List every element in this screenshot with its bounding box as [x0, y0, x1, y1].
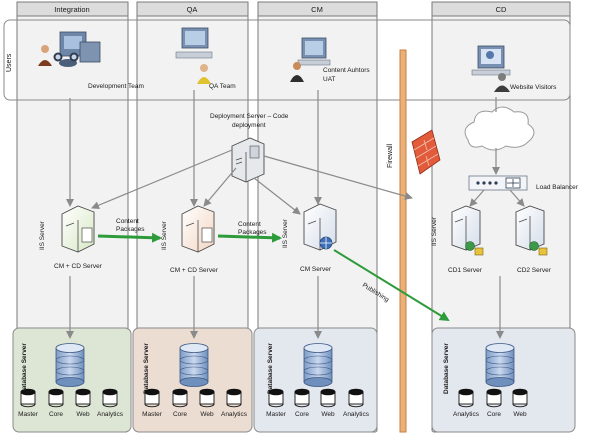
content-packages-1-line2: Packages — [116, 226, 145, 233]
column-title-integration: Integration — [54, 5, 89, 14]
content-packages-1-line1: Content — [116, 218, 139, 225]
arrow-deploy-to-qa — [203, 167, 237, 207]
qa-team-icon — [175, 27, 213, 84]
connectors — [66, 90, 525, 339]
development-team-icon — [38, 31, 101, 67]
column-title-cm: CM — [311, 5, 323, 14]
firewall: Firewall — [387, 49, 441, 433]
small-db-cylinder-icon — [348, 388, 364, 408]
iis-label-cd: IIS Server — [431, 216, 438, 246]
content-packages-arrow-2 — [217, 232, 282, 243]
qa-server-icon — [181, 205, 215, 253]
db-server-cd-icon — [485, 343, 515, 387]
content-packages-2-line2: Packages — [238, 229, 267, 236]
small-db-cylinder-icon — [144, 388, 160, 408]
users-band: Users — [3, 19, 571, 101]
db-name-qa-master: Master — [142, 411, 163, 418]
db-name-qa-analytics: Analytics — [221, 411, 248, 418]
small-db-cylinder-icon — [486, 388, 502, 408]
small-db-cylinder-icon — [48, 388, 64, 408]
db-name-int-analytics: Analytics — [97, 411, 124, 418]
column-title-cd: CD — [496, 5, 507, 14]
db-name-cd-core: Core — [487, 411, 501, 418]
db-name-cm-analytics: Analytics — [343, 411, 370, 418]
iis-label-integration: IIS Server — [39, 220, 46, 250]
small-db-cylinder-icon — [199, 388, 215, 408]
db-name-cm-core: Core — [295, 411, 309, 418]
green-arrows — [97, 232, 450, 322]
content-authors-label: Content Auhtors — [323, 67, 370, 74]
deployment-server-label-line2: deployment — [232, 122, 266, 129]
db-server-integration-icon — [55, 343, 85, 387]
arrow-lb-to-cd1 — [469, 189, 485, 207]
db-label-qa: Database Server — [143, 343, 150, 394]
cd1-server-icon — [451, 205, 484, 256]
db-name-cm-web: Web — [321, 411, 335, 418]
small-db-cylinder-icon — [75, 388, 91, 408]
db-name-qa-core: Core — [173, 411, 187, 418]
small-db-cylinder-icon — [458, 388, 474, 408]
content-packages-arrow-1 — [97, 232, 162, 243]
integration-server-icon — [61, 205, 95, 253]
cd2-server-label: CD2 Server — [517, 267, 552, 274]
content-authors-icon — [290, 37, 331, 82]
deployment-server-icon — [231, 137, 265, 183]
db-name-qa-web: Web — [200, 411, 214, 418]
uat-label: UAT — [323, 76, 336, 83]
content-packages-2-line1: Content — [238, 221, 261, 228]
internet-cloud-icon — [464, 106, 535, 151]
small-db-cylinder-icon — [268, 388, 284, 408]
small-db-cylinder-icon — [320, 388, 336, 408]
db-name-cd-web: Web — [513, 411, 527, 418]
deployment-server-label-line1: Deployment Server – Code — [210, 113, 289, 120]
integration-server-label: CM + CD Server — [54, 263, 103, 270]
dev-team-label-text: Development Team — [88, 83, 144, 90]
small-db-cylinder-icon — [102, 388, 118, 408]
arrow-deploy-to-integration — [91, 149, 233, 210]
arrow-lb-to-cd2 — [509, 189, 525, 207]
db-name-cd-analytics: Analytics — [453, 411, 480, 418]
small-db-cylinder-icon — [20, 388, 36, 408]
db-label-integration: Database Server — [21, 343, 28, 394]
cm-server-label: CM Server — [300, 266, 332, 273]
firewall-label: Firewall — [387, 143, 394, 168]
cm-server-icon — [303, 203, 337, 251]
small-db-cylinder-icon — [512, 388, 528, 408]
arrow-deploy-to-cm — [253, 177, 301, 215]
db-name-cm-master: Master — [266, 411, 287, 418]
small-db-cylinder-icon — [172, 388, 188, 408]
column-title-qa: QA — [187, 5, 198, 14]
qa-team-label: QA Team — [209, 83, 236, 90]
cd1-server-label: CD1 Server — [448, 267, 483, 274]
firewall-brick-icon — [411, 129, 441, 175]
website-visitors-label: Website Visitors — [510, 84, 557, 91]
db-name-int-core: Core — [49, 411, 63, 418]
small-db-cylinder-icon — [226, 388, 242, 408]
cd2-server-icon — [515, 205, 548, 256]
publishing-arrow — [333, 249, 450, 322]
arrow-deploy-to-cd — [263, 155, 413, 200]
db-label-cd: Database Server — [443, 343, 450, 394]
users-row-label: Users — [6, 53, 13, 72]
db-server-qa-icon — [179, 343, 209, 387]
db-server-cm-icon — [303, 343, 333, 387]
dev-team-label: Development Team — [88, 83, 144, 90]
small-db-row — [20, 388, 528, 408]
load-balancer-label: Load Balancer — [536, 184, 579, 191]
iis-label-cm: IIS Server — [282, 218, 289, 248]
qa-server-label: CM + CD Server — [170, 267, 219, 274]
db-label-cm: Database Server — [267, 343, 274, 394]
website-visitors-icon — [471, 45, 511, 92]
db-name-int-master: Master — [18, 411, 39, 418]
iis-label-qa: IIS Server — [161, 220, 168, 250]
small-db-cylinder-icon — [294, 388, 310, 408]
db-name-int-web: Web — [76, 411, 90, 418]
load-balancer-icon — [468, 175, 528, 191]
